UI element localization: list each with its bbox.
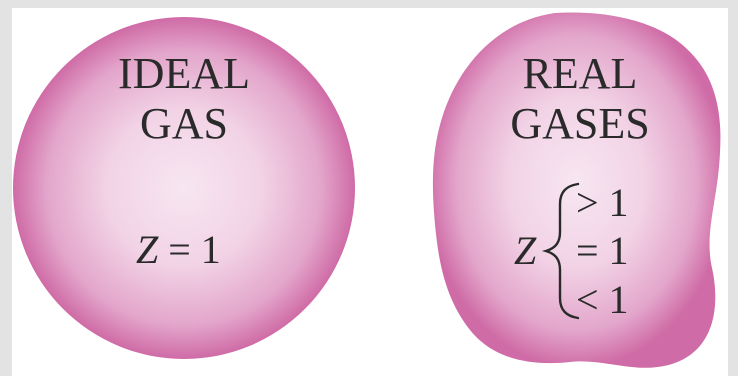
real-z-symbol: Z xyxy=(514,231,536,271)
ideal-gas-title-line1: IDEAL xyxy=(74,52,294,96)
real-gases-title-line2: GASES xyxy=(470,102,690,146)
ideal-gas-title-line2: GAS xyxy=(74,102,294,146)
ideal-z-symbol: Z xyxy=(136,227,158,272)
ideal-z-equation: Z = 1 xyxy=(136,230,221,270)
real-gases-title-line1: REAL xyxy=(470,52,690,96)
real-case-greater: > 1 xyxy=(576,183,629,223)
ideal-z-relation: = 1 xyxy=(168,227,221,272)
real-case-equal: = 1 xyxy=(576,231,629,271)
real-case-less: < 1 xyxy=(576,280,629,320)
